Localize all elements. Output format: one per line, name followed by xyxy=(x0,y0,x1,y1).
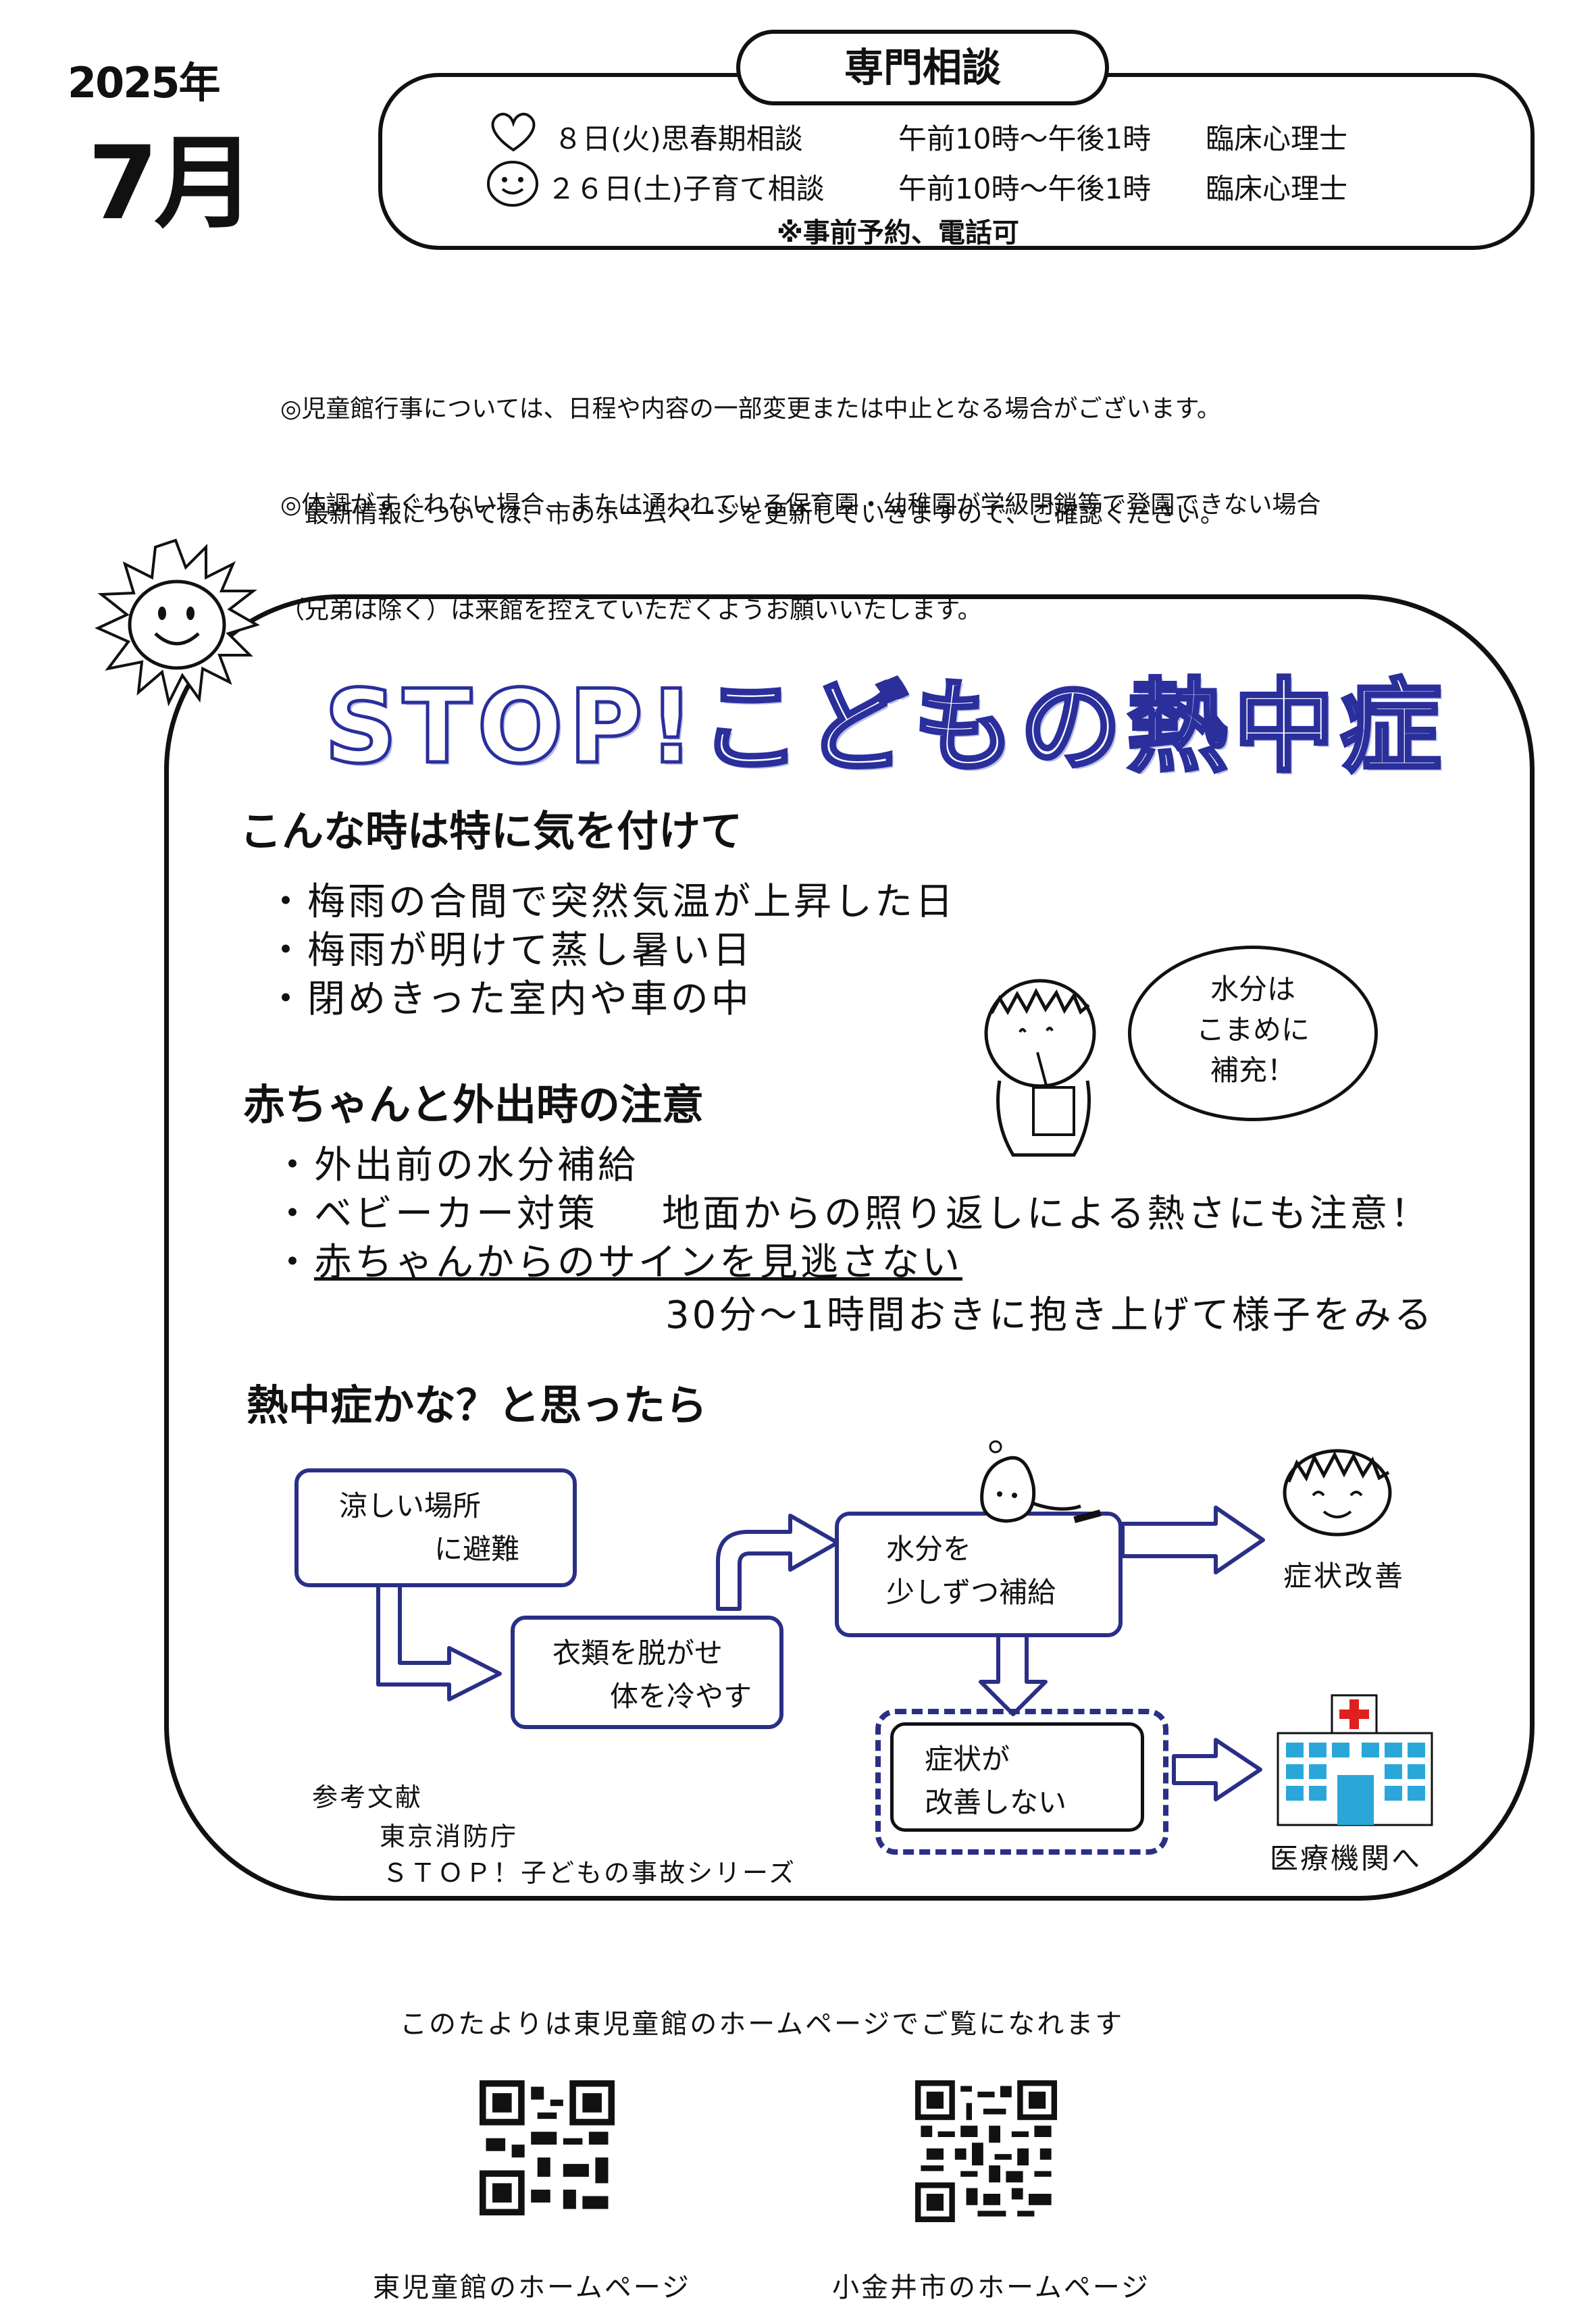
notice-2-line-1: ◎体調がすぐれない場合、または通われている保育園・幼稚園が学級閉鎖等で登園できな… xyxy=(280,491,1321,519)
flow-result-bad-line-1: 症状が xyxy=(925,1743,1010,1776)
flow-step-2-line-1: 衣類を脱がせ xyxy=(552,1637,723,1670)
section-1-item: ・梅雨の合間で突然気温が上昇した日 xyxy=(267,880,956,924)
child-drinking-illustration xyxy=(984,979,1096,1157)
flow-step-1: 涼しい場所 に避難 xyxy=(294,1468,577,1587)
hospital-icon xyxy=(1277,1694,1433,1826)
flow-step-2-line-2: 体を冷やす xyxy=(610,1680,752,1713)
smiley-face-icon xyxy=(487,161,538,207)
consult-title: 専門相談 xyxy=(736,30,1109,105)
heatstroke-panel xyxy=(164,594,1535,1901)
notice-1: ◎児童館行事については、日程や内容の一部変更または中止となる場合がございます。 … xyxy=(280,322,1225,567)
section-1-heading: こんな時は特に気を付けて xyxy=(240,806,743,856)
consult-row-1-time: 午前10時～午後1時 xyxy=(898,122,1152,155)
sun-icon xyxy=(95,538,260,706)
qr-code-koganei-city[interactable] xyxy=(912,2080,1060,2222)
consult-row-1-staff: 臨床心理士 xyxy=(1206,122,1348,155)
section-3-heading: 熱中症かな？と思ったら xyxy=(247,1381,708,1430)
flow-result-bad-frame xyxy=(875,1709,1168,1855)
water-droplet-character-icon xyxy=(980,1440,1102,1524)
flow-step-1-line-2: に避難 xyxy=(434,1533,520,1566)
section-1-item: ・閉めきった室内や車の中 xyxy=(267,977,752,1021)
section-2-item-2: ・ベビーカー対策 xyxy=(274,1192,598,1236)
flow-step-2: 衣類を脱がせ 体を冷やす xyxy=(511,1616,783,1729)
footer-intro: このたよりは東児童館のホームページでご覧になれます xyxy=(400,2009,1125,2040)
qr-left-label: 東児童館のホームページ xyxy=(373,2272,691,2303)
reference-line-2: ＳＴＯＰ！子どもの事故シリーズ xyxy=(382,1858,797,1888)
heatstroke-title: STOP!こどもの熱中症 xyxy=(322,667,1447,788)
section-2-item-3-text: 赤ちゃんからのサインを見逃さない xyxy=(314,1241,962,1285)
qr-right-label: 小金井市のホームページ xyxy=(832,2272,1150,2303)
heart-icon xyxy=(491,112,536,152)
consult-row-2-date: ２６日(土)子育て相談 xyxy=(547,172,825,205)
section-2-item-3-bullet: ・ xyxy=(274,1241,314,1285)
reference-line-1: 東京消防庁 xyxy=(380,1822,519,1851)
notice-1-line-2: 最新情報については、市のホームページを更新していきますので、ご確認ください。 xyxy=(280,500,1225,528)
flow-step-3-line-2: 少しずつ補給 xyxy=(886,1576,1056,1609)
flow-result-good: 症状改善 xyxy=(1283,1560,1406,1593)
month-label: 7月 xyxy=(88,125,255,242)
speech-bubble: 水分は こまめに 補充！ xyxy=(1128,946,1378,1121)
flow-step-3-line-1: 水分を xyxy=(886,1533,972,1566)
flow-result-bad-line-2: 改善しない xyxy=(925,1786,1067,1819)
section-2-item-2-note: 地面からの照り返しによる熱さにも注意！ xyxy=(662,1192,1431,1236)
consult-row-1-date: ８日(火)思春期相談 xyxy=(554,122,803,155)
section-2-item-3-note: 30分～1時間おきに抱き上げて様子をみる xyxy=(665,1293,1435,1337)
year-label: 2025年 xyxy=(68,58,221,107)
bubble-line-2: こまめに xyxy=(1195,1013,1310,1046)
consult-note: ※事前予約、電話可 xyxy=(777,217,1019,249)
flow-hospital-label: 医療機関へ xyxy=(1270,1842,1422,1875)
flow-result-bad: 症状が 改善しない xyxy=(890,1722,1144,1832)
section-1-item: ・梅雨が明けて蒸し暑い日 xyxy=(267,929,753,973)
bubble-line-3: 補充！ xyxy=(1210,1054,1295,1087)
happy-child-icon xyxy=(1283,1449,1392,1537)
flow-step-3: 水分を 少しずつ補給 xyxy=(835,1512,1123,1637)
notice-2-line-2: （兄弟は除く）は来館を控えていただくようお願いいたします。 xyxy=(280,596,982,624)
notice-2: ◎体調がすぐれない場合、または通われている保育園・幼稚園が学級閉鎖等で登園できな… xyxy=(280,417,1321,663)
section-2-heading: 赤ちゃんと外出時の注意 xyxy=(243,1080,704,1129)
bubble-line-1: 水分は xyxy=(1210,973,1295,1006)
flow-step-1-line-1: 涼しい場所 xyxy=(339,1489,482,1522)
reference-label: 参考文献 xyxy=(312,1782,423,1812)
section-2-item-1: ・外出前の水分補給 xyxy=(274,1143,638,1187)
notice-1-line-1: ◎児童館行事については、日程や内容の一部変更または中止となる場合がございます。 xyxy=(280,395,1221,423)
section-2-item-3: ・赤ちゃんからのサインを見逃さない xyxy=(274,1232,962,1287)
qr-code-children-center[interactable] xyxy=(480,2080,615,2215)
consult-row-2-time: 午前10時～午後1時 xyxy=(898,172,1152,205)
consult-row-2-staff: 臨床心理士 xyxy=(1206,172,1348,205)
